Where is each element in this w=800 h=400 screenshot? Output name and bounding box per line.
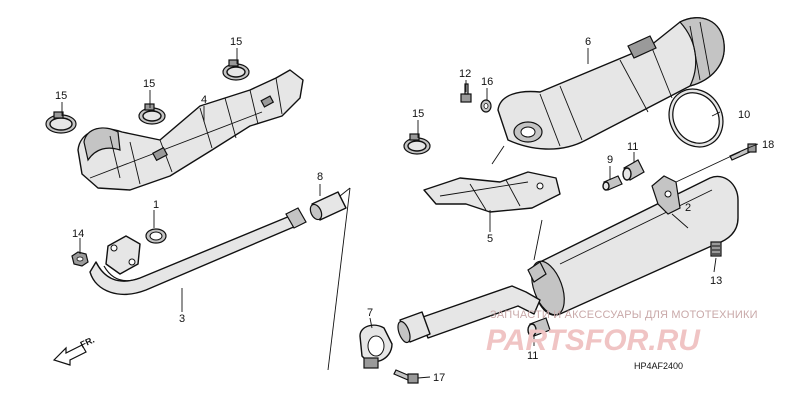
hose-clamp-center-left[interactable] xyxy=(138,103,166,125)
muffler-band[interactable] xyxy=(661,82,731,154)
bolt-17[interactable] xyxy=(393,369,419,384)
washer-16[interactable] xyxy=(480,99,492,113)
front-direction-arrow: FR. xyxy=(52,335,96,366)
leader-lines xyxy=(61,48,759,379)
direction-label: FR. xyxy=(79,335,96,350)
watermark-logo: PARTSFOR.RU xyxy=(486,324,701,357)
hose-clamp-top[interactable] xyxy=(222,59,250,81)
grommet-11-upper[interactable] xyxy=(622,159,645,181)
callout-2: 2 xyxy=(685,202,691,214)
callout-17: 17 xyxy=(433,372,445,384)
callout-18: 18 xyxy=(762,139,774,151)
exhaust-gasket[interactable] xyxy=(145,228,167,244)
callout-5: 5 xyxy=(487,233,493,245)
heat-shield-front[interactable] xyxy=(77,69,304,191)
bolt-13[interactable] xyxy=(710,241,722,257)
callout-1: 1 xyxy=(153,199,159,211)
hose-clamp-right[interactable] xyxy=(403,133,431,155)
callout-11-upper: 11 xyxy=(627,141,638,153)
callout-labels: 1 2 3 4 5 6 7 8 9 10 11 11 12 13 14 15 1… xyxy=(55,36,774,384)
watermark: ЗАПЧАСТИ И АКСЕССУАРЫ ДЛЯ МОТОТЕХНИКИ PA… xyxy=(486,309,758,357)
heat-shield-rear[interactable] xyxy=(423,171,561,213)
pipe-clamp[interactable] xyxy=(359,324,393,369)
diagram-code: HP4AF2400 xyxy=(634,361,683,371)
callout-11-lower: 11 xyxy=(527,350,538,362)
hose-clamp-left[interactable] xyxy=(45,111,77,134)
exhaust-pipe[interactable] xyxy=(89,207,307,295)
watermark-caption: ЗАПЧАСТИ И АКСЕССУАРЫ ДЛЯ МОТОТЕХНИКИ xyxy=(490,309,758,321)
callout-15-center: 15 xyxy=(143,78,155,90)
callout-15-left: 15 xyxy=(55,90,67,102)
callout-10: 10 xyxy=(738,109,750,121)
flange-nut[interactable] xyxy=(71,251,89,267)
callout-15-top: 15 xyxy=(230,36,242,48)
collar-9[interactable] xyxy=(602,175,623,191)
joint-collar[interactable] xyxy=(308,191,347,221)
callout-15-right: 15 xyxy=(412,108,424,120)
callout-12: 12 xyxy=(459,68,471,80)
callout-14: 14 xyxy=(72,228,84,240)
muffler-protector[interactable] xyxy=(497,17,725,150)
bolt-12[interactable] xyxy=(460,83,472,103)
muffler[interactable] xyxy=(396,175,739,344)
callout-13: 13 xyxy=(710,275,722,287)
callout-16: 16 xyxy=(481,76,493,88)
callout-4: 4 xyxy=(201,94,207,106)
grommet-11-lower[interactable] xyxy=(527,317,551,337)
callout-9: 9 xyxy=(607,154,613,166)
callout-3: 3 xyxy=(179,313,185,325)
callout-8: 8 xyxy=(317,171,323,183)
callout-6: 6 xyxy=(585,36,591,48)
callout-7: 7 xyxy=(367,307,373,319)
